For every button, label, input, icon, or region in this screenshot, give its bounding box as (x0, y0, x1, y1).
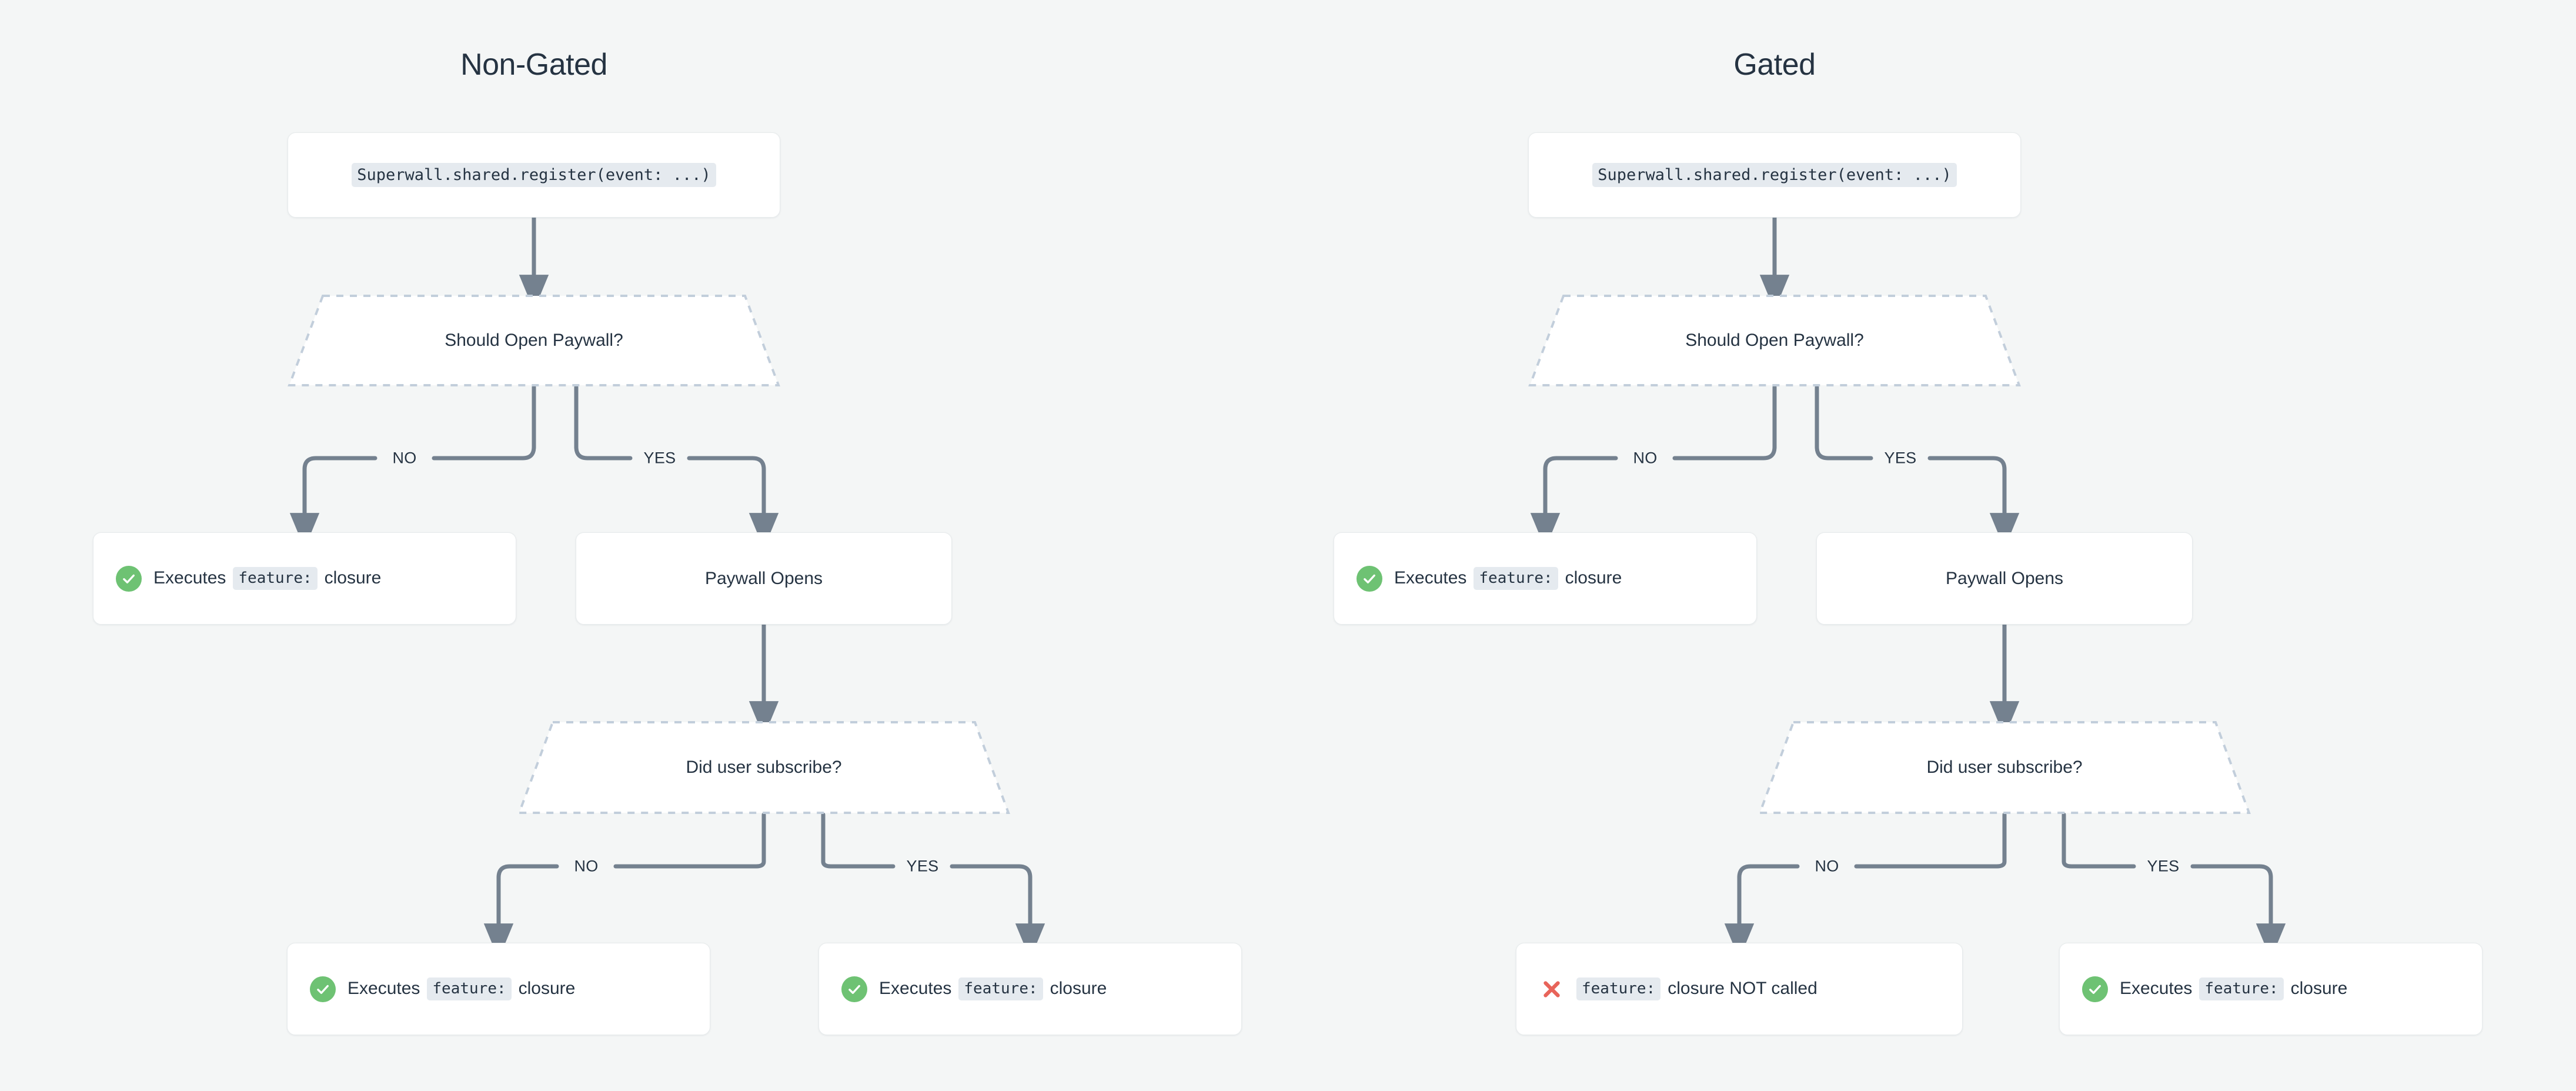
result-subscribe-no-non-gated: Executes feature: closure (287, 943, 710, 1035)
paywall-opens-label: Paywall Opens (704, 568, 823, 588)
edge-label-paywall-yes-non-gated: YES (638, 449, 681, 468)
edge-label-subscribe-no-gated: NO (1809, 857, 1845, 876)
decision-label: Did user subscribe? (1926, 758, 2083, 777)
result-subscribe-yes-non-gated: Executes feature: closure (818, 943, 1242, 1035)
decision-shape (517, 720, 1010, 815)
result-code: feature: (2199, 977, 2284, 1001)
result-suffix: closure (2290, 979, 2348, 999)
edge-subscribe-yes-seg2-left (950, 864, 1045, 960)
edge-subscribe-yes-seg1-left (821, 812, 896, 869)
entry-code-non-gated: Superwall.shared.register(event: ...) (352, 162, 716, 188)
edge-paywall-yes-seg2-right (1927, 456, 2020, 549)
column-title-non-gated: Non-Gated (460, 48, 607, 82)
result-no-paywall-non-gated: Executes feature: closure (93, 532, 516, 625)
edge-paywall-no-seg1-right (1672, 385, 1777, 461)
result-subscribe-yes-gated: Executes feature: closure (2059, 943, 2483, 1035)
check-circle-icon (2082, 976, 2108, 1002)
edge-label-subscribe-yes-gated: YES (2141, 857, 2185, 876)
decision-label: Should Open Paywall? (445, 331, 623, 350)
edge-subscribe-no-seg1-left (613, 812, 766, 869)
decision-shape (1758, 720, 2251, 815)
edge-label-paywall-no-non-gated: NO (387, 449, 422, 468)
paywall-opens-label: Paywall Opens (1945, 568, 2064, 588)
result-no-paywall-gated: Executes feature: closure (1334, 532, 1757, 625)
decision-shape (288, 294, 780, 387)
check-circle-icon (310, 976, 336, 1002)
edge-subscribe-yes-seg1-right (2062, 812, 2136, 869)
check-circle-icon (841, 976, 867, 1002)
decision-label: Did user subscribe? (686, 758, 842, 777)
decision-did-user-subscribe-non-gated: Did user subscribe? (517, 720, 1010, 815)
edge-paywall-no-seg1-left (432, 385, 536, 461)
result-code: feature: (958, 977, 1043, 1001)
edge-subscribe-yes-seg2-right (2190, 864, 2286, 960)
result-code: feature: (1474, 566, 1558, 590)
result-subscribe-no-gated: feature: closure NOT called (1516, 943, 1963, 1035)
edge-label-paywall-no-gated: NO (1628, 449, 1663, 468)
check-circle-icon (1357, 565, 1382, 592)
result-code: feature: (1576, 977, 1661, 1001)
edge-subscribe-no-seg1-right (1854, 812, 2007, 869)
result-prefix: Executes (348, 979, 420, 999)
edge-paywall-yes-seg2-left (687, 456, 779, 549)
entry-node-non-gated: Superwall.shared.register(event: ...) (288, 132, 780, 218)
result-suffix: closure (518, 979, 576, 999)
decision-should-open-paywall-gated: Should Open Paywall? (1528, 294, 2021, 387)
decision-shape (1528, 294, 2021, 387)
decision-label: Should Open Paywall? (1685, 331, 1864, 350)
edge-paywall-yes-seg1-left (574, 385, 633, 461)
edge-paywall-no-seg2-right (1530, 456, 1618, 549)
result-code: feature: (427, 977, 512, 1001)
paywall-opens-node-non-gated: Paywall Opens (576, 532, 952, 625)
result-suffix: closure (1050, 979, 1107, 999)
check-circle-icon (116, 565, 142, 592)
entry-node-gated: Superwall.shared.register(event: ...) (1528, 132, 2021, 218)
result-suffix: closure (1565, 568, 1622, 588)
result-prefix: Executes (879, 979, 952, 999)
cross-icon (1539, 976, 1565, 1002)
edge-label-subscribe-yes-non-gated: YES (901, 857, 944, 876)
result-prefix: Executes (2120, 979, 2193, 999)
decision-did-user-subscribe-gated: Did user subscribe? (1758, 720, 2251, 815)
decision-should-open-paywall-non-gated: Should Open Paywall? (288, 294, 780, 387)
edge-paywall-yes-seg1-right (1815, 385, 1873, 461)
edge-label-paywall-yes-gated: YES (1879, 449, 1922, 468)
result-prefix: Executes (153, 568, 226, 588)
result-code: feature: (233, 566, 318, 590)
edge-label-subscribe-no-non-gated: NO (569, 857, 604, 876)
entry-code-gated: Superwall.shared.register(event: ...) (1592, 162, 1957, 188)
result-prefix: Executes (1394, 568, 1467, 588)
edge-subscribe-no-seg2-right (1724, 864, 1800, 960)
result-suffix: closure (324, 568, 382, 588)
column-title-gated: Gated (1733, 48, 1816, 82)
edge-paywall-no-seg2-left (289, 456, 377, 549)
paywall-opens-node-gated: Paywall Opens (1816, 532, 2193, 625)
edge-subscribe-no-seg2-left (483, 864, 559, 960)
result-suffix: closure NOT called (1668, 979, 1817, 999)
